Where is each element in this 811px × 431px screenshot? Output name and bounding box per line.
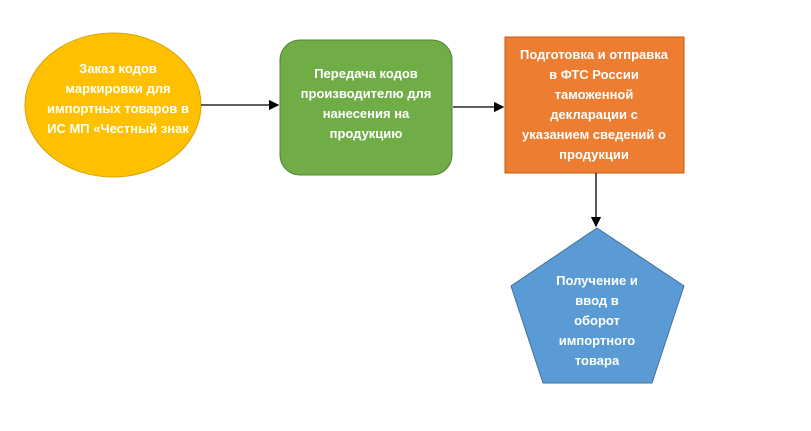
order-line: импортных товаров в	[47, 101, 189, 116]
receipt-node	[510, 227, 685, 384]
declaration-line: таможенной	[555, 87, 634, 102]
declaration-line: продукции	[559, 147, 629, 162]
receipt-line: Получение и	[556, 273, 638, 288]
receipt-line: ввод в	[575, 293, 618, 308]
declaration-line: указанием сведений о	[522, 127, 666, 142]
declaration-line: декларации с	[550, 107, 638, 122]
receipt-line: импортного	[559, 333, 636, 348]
declaration-line: Подготовка и отправка	[520, 47, 669, 62]
declaration-node	[504, 36, 685, 174]
order-line: Заказ кодов	[79, 61, 157, 76]
transfer-line: продукцию	[330, 126, 403, 141]
transfer-line: Передача кодов	[314, 66, 418, 81]
transfer-node	[279, 39, 453, 176]
receipt-line: товара	[575, 353, 620, 368]
order-line: ИС МП «Честный знак	[47, 121, 189, 136]
transfer-line: нанесения на	[323, 106, 410, 121]
receipt-line: оборот	[574, 313, 620, 328]
transfer-line: производителю для	[301, 86, 432, 101]
declaration-line: в ФТС России	[549, 67, 639, 82]
order-line: маркировки для	[65, 81, 170, 96]
